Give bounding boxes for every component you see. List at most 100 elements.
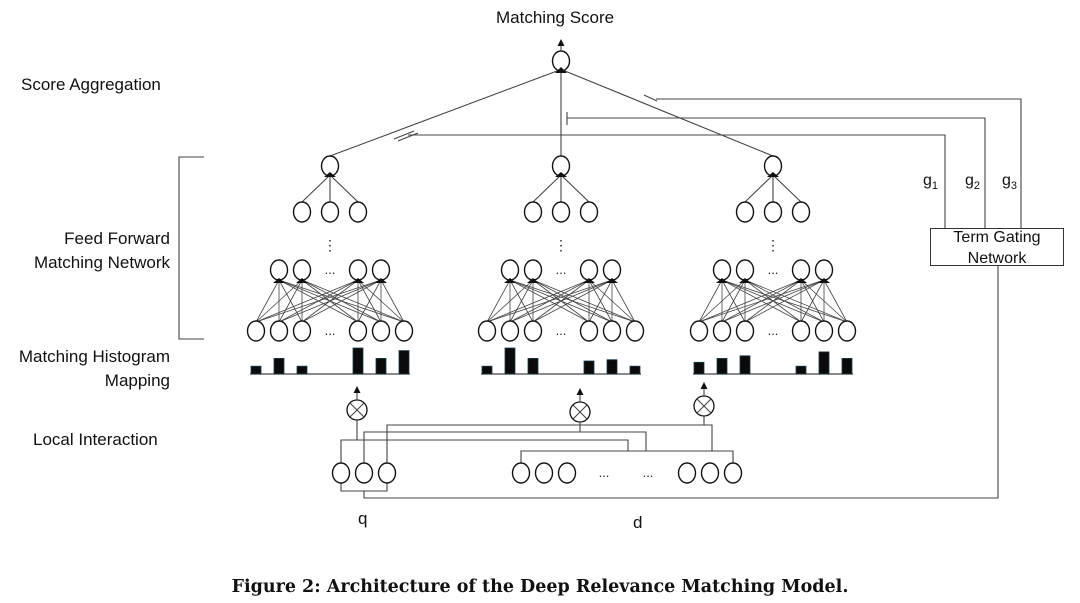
dense-arrow-icon (375, 278, 387, 283)
input-node (625, 320, 645, 342)
product-cross-line (696, 398, 712, 414)
gate-weight-g2: g2 (965, 172, 981, 193)
histogram-bar (250, 365, 262, 375)
input-node (500, 320, 520, 342)
term-gating-line2: Network (967, 250, 1027, 267)
dense-arrow-icon (818, 278, 830, 283)
hidden-node (523, 201, 543, 223)
gate-line-g1 (408, 134, 946, 228)
vertical-ellipsis: ⋮ (323, 237, 337, 253)
histogram-bar (527, 357, 539, 375)
dense-edge (380, 279, 405, 323)
gate-line-g2 (567, 117, 986, 228)
document-term-node (511, 462, 531, 484)
histogram-bar (583, 360, 595, 375)
aggregation-arrow-heads-icon (555, 67, 567, 73)
output-arrow-icon (557, 39, 565, 46)
input-node (477, 320, 497, 342)
input-node (579, 320, 599, 342)
hidden-node (348, 201, 368, 223)
aggregation-edge (329, 70, 558, 157)
dense-arrow-icon (273, 278, 285, 283)
dense-edge (532, 279, 613, 323)
dense-edge (509, 279, 534, 323)
dense-edge (255, 279, 303, 323)
document-term-node (723, 462, 743, 484)
histogram-bar (273, 357, 285, 375)
input-node (837, 320, 857, 342)
product-cross-line (349, 402, 365, 418)
input-node (246, 320, 266, 342)
ellipsis: ... (325, 323, 336, 338)
histogram-label-line1: Matching Histogram (18, 347, 170, 366)
dense-edge (509, 279, 613, 323)
dense-edge (721, 279, 746, 323)
dense-edge (744, 279, 848, 323)
dense-arrow-icon (739, 278, 751, 283)
product-arrow-icon (353, 386, 361, 393)
term-gating-network-box (930, 228, 1064, 266)
feed-forward-label-line1: Feed Forward (64, 229, 170, 248)
dense-node (791, 259, 811, 281)
input-node (689, 320, 709, 342)
gate-weight-g1: g1 (923, 172, 939, 193)
vertical-ellipsis: ⋮ (554, 237, 568, 253)
gate-tick-g1b (397, 132, 419, 142)
histogram-bar (841, 357, 853, 375)
input-node (791, 320, 811, 342)
document-term-node (557, 462, 577, 484)
dense-arrow-icon (583, 278, 595, 283)
hidden-edge (532, 174, 562, 203)
dense-node (348, 259, 368, 281)
feed-forward-bracket (178, 156, 204, 340)
query-wire-2 (363, 431, 647, 463)
dense-edge (588, 279, 613, 323)
aggregation-edge (564, 70, 774, 157)
histogram-label-line2: Mapping (104, 371, 170, 390)
local-interaction-label: Local Interaction (33, 430, 158, 449)
dense-node (371, 259, 391, 281)
ellipsis: ... (556, 323, 567, 338)
hidden-edge (329, 174, 359, 203)
dense-edge (611, 279, 636, 323)
gate-tick-g3 (643, 94, 658, 102)
dense-node (269, 259, 289, 281)
input-node (292, 320, 312, 342)
dense-edge (357, 279, 382, 323)
query-term-node (354, 462, 374, 484)
ellipsis: ... (556, 262, 567, 277)
dense-arrow-icon (716, 278, 728, 283)
dense-edge (698, 279, 802, 323)
input-node (814, 320, 834, 342)
dense-arrow-icon (606, 278, 618, 283)
ellipsis: ... (599, 465, 610, 480)
dense-edge (721, 279, 825, 323)
histogram-bar (629, 365, 641, 375)
dense-node (814, 259, 834, 281)
dense-node (523, 259, 543, 281)
dense-node (292, 259, 312, 281)
dense-edge (486, 279, 613, 323)
input-node (602, 320, 622, 342)
dense-node (602, 259, 622, 281)
dense-edge (744, 279, 825, 323)
hidden-node (735, 201, 755, 223)
dense-node (579, 259, 599, 281)
term-gating-line1: Term Gating (953, 229, 1041, 246)
dense-edge (532, 279, 636, 323)
score-aggregation-label: Score Aggregation (21, 75, 161, 94)
dense-edge (800, 279, 825, 323)
query-term-node (331, 462, 351, 484)
dense-arrow-icon (504, 278, 516, 283)
dense-edge (255, 279, 382, 323)
histogram-bar (693, 361, 705, 375)
merge-arrow-icon (767, 172, 779, 177)
input-node (735, 320, 755, 342)
histogram-bar (504, 347, 516, 375)
hidden-edge (560, 174, 590, 203)
merge-arrow-icon (324, 172, 336, 177)
dense-node (500, 259, 520, 281)
ellipsis: ... (768, 323, 779, 338)
merge-arrow-icon (555, 172, 567, 177)
